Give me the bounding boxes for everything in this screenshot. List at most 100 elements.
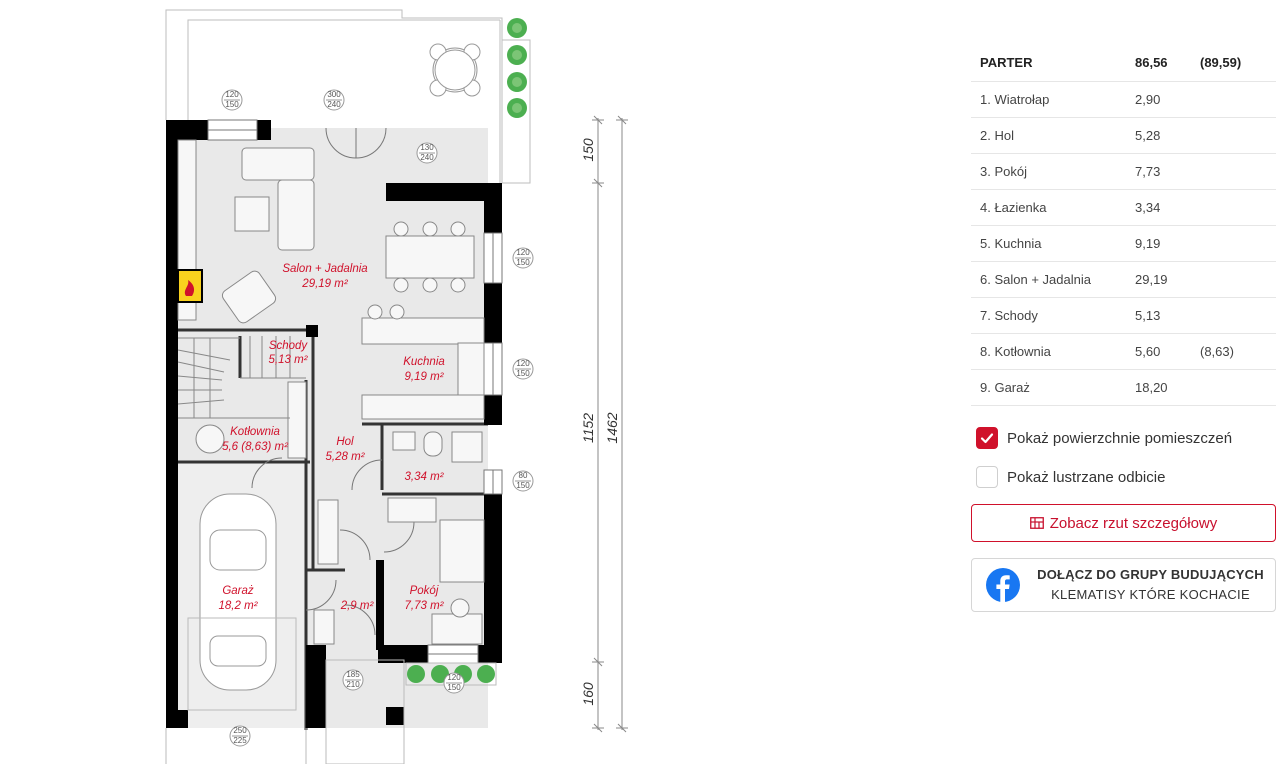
sofa	[241, 147, 315, 181]
opening-badge: 300 240	[323, 89, 345, 111]
dimension-1462: 1462	[604, 412, 620, 443]
garage-driveway	[187, 617, 297, 711]
checkmark-icon	[980, 433, 994, 444]
opening-top: 250	[233, 726, 247, 735]
room-area: 3,34	[1135, 189, 1200, 226]
opening-bottom: 210	[346, 680, 360, 689]
opening-bottom: 240	[420, 153, 434, 162]
room-area: 5,60	[1135, 333, 1200, 370]
opening-top: 120	[516, 359, 530, 368]
room-area-extra	[1200, 189, 1276, 226]
staircase	[177, 336, 306, 419]
area-table: PARTER 86,56 (89,59) 1. Wiatrołap 2,90 2…	[971, 45, 1276, 406]
opening-badge: 130 240	[416, 142, 438, 164]
facebook-group-button[interactable]: DOŁĄCZ DO GRUPY BUDUJĄCYCH KLEMATISY KTÓ…	[971, 558, 1276, 612]
opening-bottom: 240	[327, 100, 341, 109]
opening-top: 130	[420, 143, 434, 152]
dimension-lines	[592, 115, 628, 733]
room-area: 29,19	[1135, 261, 1200, 298]
room-name-kuchnia: Kuchnia	[403, 356, 445, 368]
desk	[431, 613, 483, 645]
shower	[451, 431, 483, 463]
area-table-header: PARTER 86,56 (89,59)	[971, 45, 1276, 82]
opening-badge: 120 150	[512, 247, 534, 269]
table-row: 2. Hol 5,28	[971, 117, 1276, 154]
room-area-extra	[1200, 117, 1276, 154]
room-area-extra	[1200, 81, 1276, 118]
room-area-hol: 5,28 m²	[326, 451, 366, 463]
room-area-schody: 5,13 m²	[269, 354, 309, 366]
windows	[207, 119, 503, 664]
dimension-1152: 1152	[580, 413, 596, 443]
opening-bottom: 150	[225, 100, 239, 109]
room-area: 2,90	[1135, 81, 1200, 118]
room-area: 7,73	[1135, 153, 1200, 190]
room-area: 5,28	[1135, 117, 1200, 154]
room-name: 5. Kuchnia	[971, 225, 1135, 262]
kitchen-island	[361, 317, 485, 345]
table-row: 3. Pokój 7,73	[971, 153, 1276, 190]
opening-badge: 80 150	[512, 470, 534, 492]
detailed-plan-button[interactable]: Zobacz rzut szczegółowy	[971, 504, 1276, 542]
room-area-kotlownia: 5,6 (8,63) m²	[222, 441, 289, 453]
room-name: 7. Schody	[971, 297, 1135, 334]
opening-top: 120	[516, 248, 530, 257]
floor-name: PARTER	[971, 45, 1135, 82]
show-areas-option[interactable]: Pokaż powierzchnie pomieszczeń	[976, 427, 1232, 449]
room-name: 8. Kotłownia	[971, 333, 1135, 370]
room-area-pokoj: 7,73 m²	[405, 600, 445, 612]
opening-bottom: 150	[447, 683, 461, 692]
boiler	[195, 424, 225, 454]
room-name-garaz: Garaż	[222, 585, 254, 597]
mirror-option[interactable]: Pokaż lustrzane odbicie	[976, 466, 1165, 488]
opening-top: 300	[327, 90, 341, 99]
dining-table	[385, 235, 475, 279]
terrace	[165, 9, 531, 184]
hedge-top	[507, 18, 527, 118]
wardrobe	[387, 497, 437, 523]
room-area: 18,20	[1135, 369, 1200, 406]
facebook-line-2: KLEMATISY KTÓRE KOCHACIE	[1051, 587, 1250, 602]
room-name: 1. Wiatrołap	[971, 81, 1135, 118]
toilet	[423, 431, 443, 457]
room-area-wiatrolap: 2,9 m²	[340, 600, 375, 612]
opening-bottom: 150	[516, 481, 530, 490]
room-area-extra	[1200, 261, 1276, 298]
opening-badge: 185 210	[342, 669, 364, 691]
table-row: 4. Łazienka 3,34	[971, 189, 1276, 226]
floor-area-extra: (89,59)	[1200, 45, 1276, 82]
kitchen-counter	[457, 342, 485, 396]
room-name-pokoj: Pokój	[410, 585, 439, 597]
doors	[251, 127, 415, 636]
show-areas-label: Pokaż powierzchnie pomieszczeń	[1007, 429, 1233, 447]
room-area-garaz: 18,2 m²	[219, 600, 259, 612]
table-row: 7. Schody 5,13	[971, 297, 1276, 334]
room-area-extra	[1200, 153, 1276, 190]
mirror-label: Pokaż lustrzane odbicie	[1007, 468, 1166, 486]
dimension-labels: 150 1152 1462 160	[580, 138, 620, 706]
bed	[439, 519, 485, 583]
room-area-extra: (8,63)	[1200, 333, 1276, 370]
floor-area-value: 86,56	[1135, 45, 1200, 82]
room-area-extra	[1200, 225, 1276, 262]
table-row: 6. Salon + Jadalnia 29,19	[971, 261, 1276, 298]
coffee-table	[234, 196, 270, 232]
room-name-schody: Schody	[269, 340, 309, 352]
opening-badge: 120 150	[221, 89, 243, 111]
room-name: 2. Hol	[971, 117, 1135, 154]
detailed-plan-label: Zobacz rzut szczegółowy	[1049, 514, 1218, 532]
mirror-checkbox[interactable]	[976, 466, 998, 488]
show-areas-checkbox[interactable]	[976, 427, 998, 449]
opening-top: 120	[225, 90, 239, 99]
room-name: 9. Garaż	[971, 369, 1135, 406]
room-name-kotlownia: Kotłownia	[230, 426, 280, 438]
room-name: 6. Salon + Jadalnia	[971, 261, 1135, 298]
floor-plan-icon	[1029, 517, 1044, 529]
room-area-lazienka: 3,34 m²	[405, 471, 445, 483]
table-row: 8. Kotłownia 5,60 (8,63)	[971, 333, 1276, 370]
armchair	[221, 270, 277, 324]
room-name: 4. Łazienka	[971, 189, 1135, 226]
room-area: 5,13	[1135, 297, 1200, 334]
opening-badge: 120 150	[443, 672, 465, 694]
facebook-button-text: DOŁĄCZ DO GRUPY BUDUJĄCYCH KLEMATISY KTÓ…	[1026, 565, 1275, 605]
